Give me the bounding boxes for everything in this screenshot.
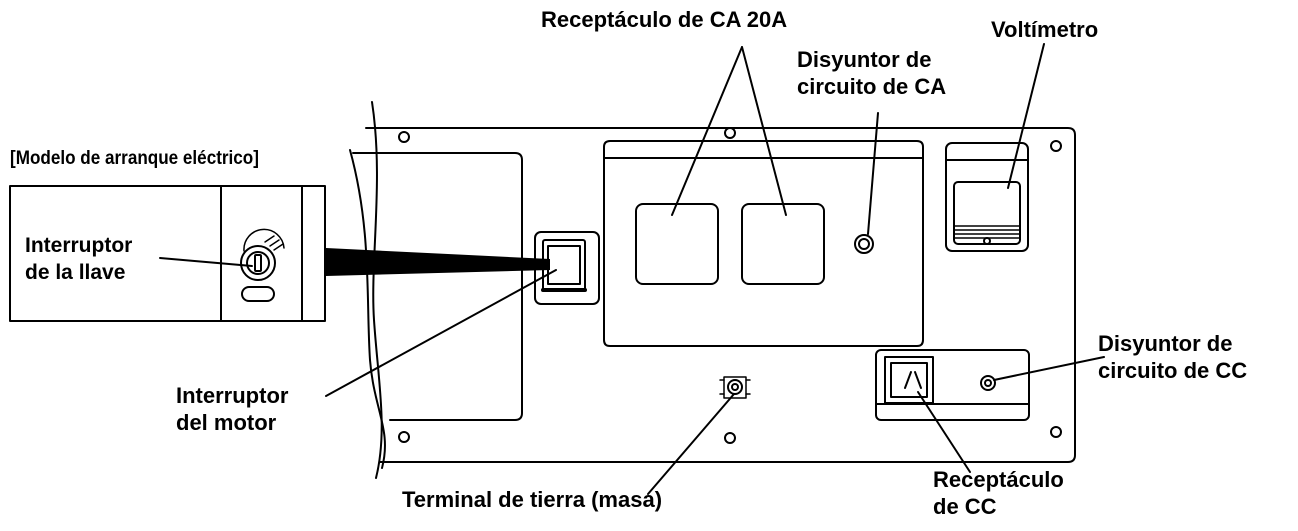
label-key-switch-line1: Interruptor <box>25 234 133 257</box>
leader-engine-switch <box>325 269 557 397</box>
voltmeter-housing <box>945 142 1029 252</box>
dc-socket-symbol: /\ <box>909 387 910 389</box>
label-ac-breaker-line2: circuito de CA <box>797 74 947 99</box>
dc-breaker <box>980 375 996 391</box>
label-dc-breaker-line2: circuito de CC <box>1098 358 1248 383</box>
label-ac-breaker-line1: Disyuntor de <box>797 47 932 72</box>
leader-ground-terminal <box>647 393 735 495</box>
label-key-switch: Interruptor de la llave <box>25 232 132 286</box>
dc-panel <box>875 349 1030 421</box>
mount-hole <box>724 127 736 139</box>
panel-outline <box>365 127 1076 463</box>
engine-switch-rocker <box>547 245 581 285</box>
inset-title: [Modelo de arranque eléctrico] <box>10 148 259 169</box>
ac-plate <box>603 140 924 347</box>
label-ground-terminal: Terminal de tierra (masa) <box>402 487 663 512</box>
ac-breaker <box>854 234 874 254</box>
label-ac-receptacle: Receptáculo de CA 20A <box>541 7 788 32</box>
label-dc-receptacle-line2: de CC <box>933 494 997 519</box>
mount-hole <box>724 432 736 444</box>
mount-hole <box>1050 140 1062 152</box>
label-dc-breaker-line1: Disyuntor de <box>1098 331 1233 356</box>
panel-cut-edge <box>371 101 383 479</box>
ac-receptacle-left <box>635 203 719 285</box>
panel-cut-edge-inner <box>349 149 386 469</box>
mount-hole <box>398 431 410 443</box>
leader-dc-breaker <box>993 356 1105 381</box>
zoom-wedge <box>326 248 550 276</box>
mount-hole <box>398 131 410 143</box>
leader-ac-receptacle-left <box>671 46 743 216</box>
label-voltmeter: Voltímetro <box>991 17 1099 42</box>
leader-voltmeter <box>1007 43 1045 189</box>
label-dc-breaker: Disyuntor de circuito de CC <box>1098 330 1247 384</box>
ground-terminal <box>719 376 751 399</box>
label-engine-switch-line1: Interruptor <box>176 383 289 408</box>
label-ac-breaker: Disyuntor de circuito de CA <box>797 46 946 100</box>
leader-key-switch <box>159 257 253 267</box>
leader-ac-receptacle-right <box>741 46 787 216</box>
key-switch-icon <box>240 228 285 302</box>
dc-socket-pins <box>904 371 922 389</box>
left-recess <box>352 152 523 421</box>
label-engine-switch: Interruptor del motor <box>176 382 288 436</box>
ac-receptacle-right <box>741 203 825 285</box>
dc-receptacle <box>884 356 934 404</box>
mount-hole <box>1050 426 1062 438</box>
label-engine-switch-line2: del motor <box>176 410 277 435</box>
label-dc-receptacle: Receptáculo de CC <box>933 466 1064 520</box>
leader-ac-breaker <box>867 112 879 235</box>
leader-dc-receptacle <box>917 391 971 473</box>
label-dc-receptacle-line1: Receptáculo <box>933 467 1064 492</box>
label-key-switch-line2: de la llave <box>25 261 126 284</box>
